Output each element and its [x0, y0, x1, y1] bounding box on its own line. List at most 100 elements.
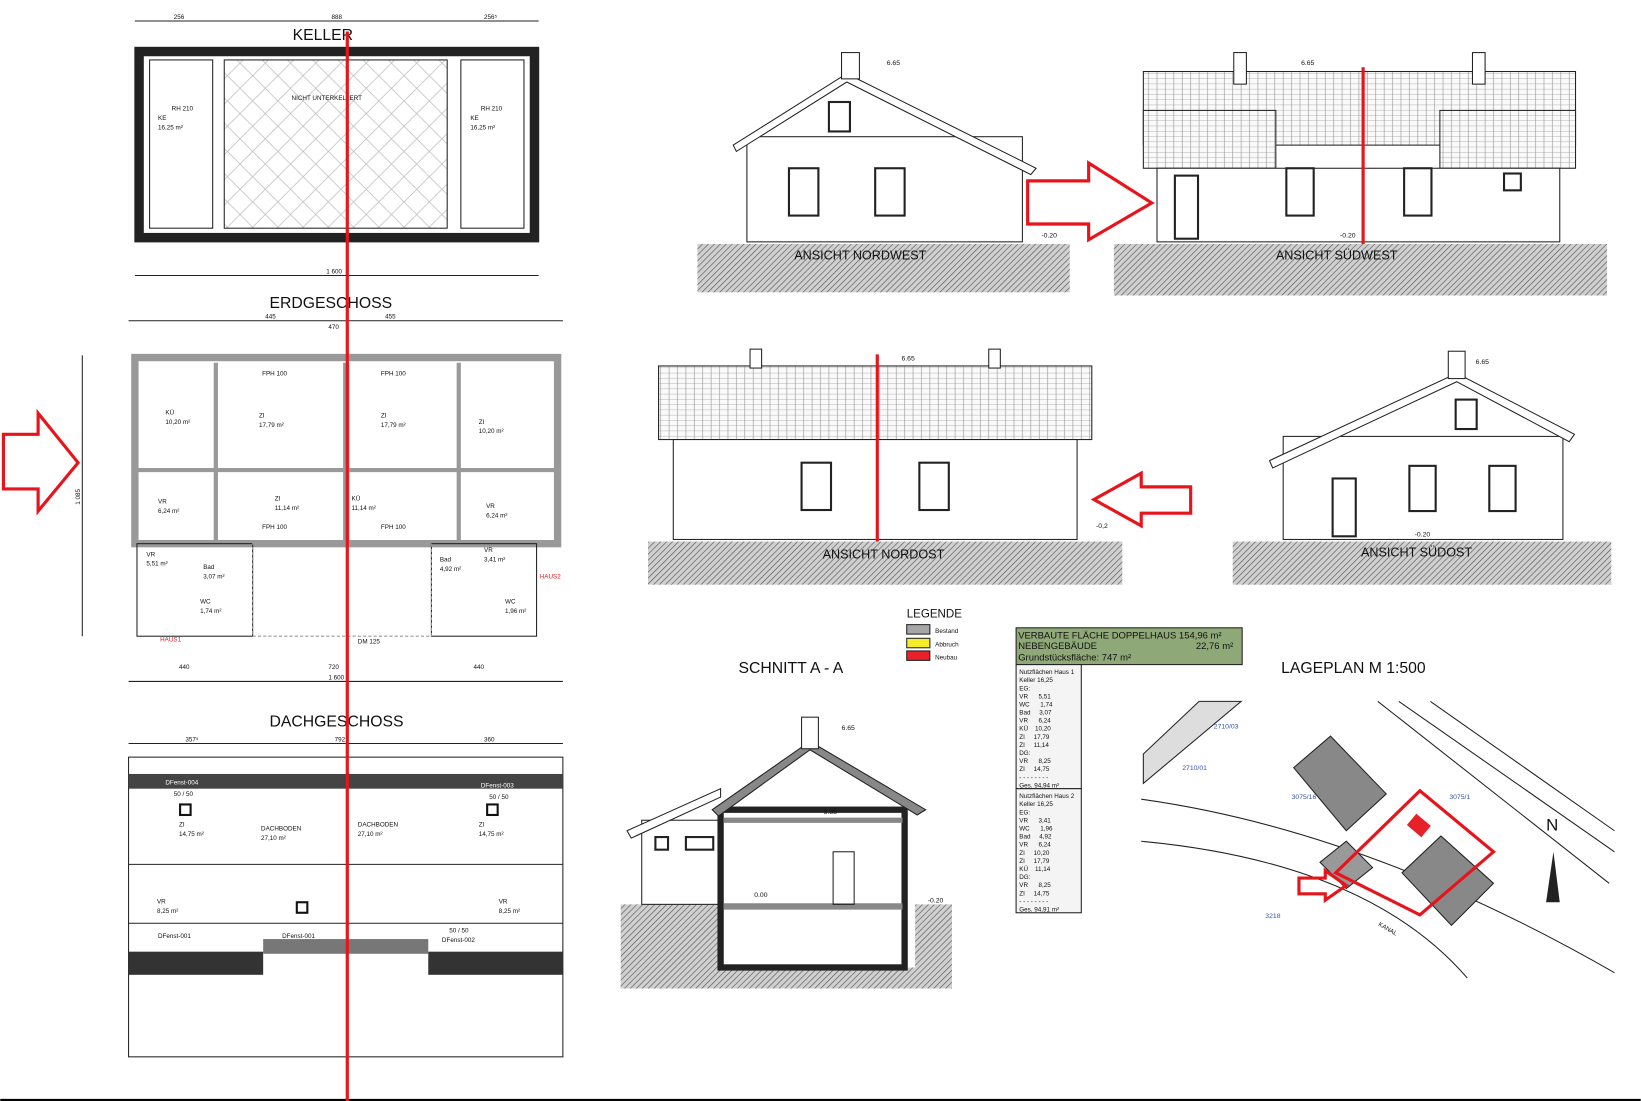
haus1-line: ZI 11,14	[1019, 742, 1049, 749]
label: DFenst-003	[481, 783, 514, 790]
haus2-line: Nutzflächen Haus 2	[1019, 793, 1074, 800]
label: SCHNITT A - A	[738, 660, 843, 677]
label: 17,79 m²	[381, 422, 406, 429]
label: 6.65	[887, 60, 900, 67]
dim: 256	[174, 14, 185, 21]
label: VR	[146, 551, 155, 558]
dachgeschoss-title: DACHGESCHOSS	[269, 714, 403, 731]
label: 27,10 m²	[261, 835, 286, 842]
dim: 792	[335, 736, 346, 743]
arrow-right-icon	[1, 408, 81, 516]
label: LEGENDE	[907, 608, 962, 620]
section-a-a: SCHNITT A - A 6.65 3.35 0.00 -0.20	[620, 660, 952, 989]
dim: 445	[265, 314, 276, 321]
dim: 1 600	[326, 268, 342, 275]
haus2-line: VR 6,24	[1019, 842, 1051, 849]
label: Grundstücksfläche: 747 m²	[1018, 652, 1131, 663]
label: 27,10 m²	[358, 831, 383, 838]
label: VR	[484, 547, 493, 554]
suedost-title: ANSICHT SÜDOST	[1361, 545, 1472, 559]
room-label: NICHT UNTERKELLERT	[292, 95, 363, 102]
arrow-left-icon	[1090, 470, 1193, 529]
erdgeschoss-title: ERDGESCHOSS	[269, 295, 392, 312]
label: Bestand	[935, 628, 959, 635]
nordwest-title: ANSICHT NORDWEST	[794, 249, 926, 263]
label: ZI	[179, 822, 185, 829]
label: 3075/1	[1449, 794, 1470, 801]
label: 3218	[1265, 913, 1280, 920]
haus1-line: EG:	[1019, 685, 1030, 692]
haus2-line: WC 1,96	[1019, 826, 1053, 833]
label: WC	[200, 599, 211, 606]
suedwest-title: ANSICHT SÜDWEST	[1276, 249, 1398, 263]
label: -0.20	[1041, 233, 1057, 240]
haus1-line: ZI 17,79	[1019, 734, 1050, 741]
haus1-line: KÜ 10,20	[1019, 725, 1051, 733]
label: ZI	[275, 496, 281, 503]
elevation-suedwest: 6.65 -0.20 ANSICHT SÜDWEST	[1113, 52, 1608, 296]
label: Abbruch	[935, 642, 959, 649]
haus1-line: Bad 3,07	[1019, 710, 1052, 717]
label: 22,76 m²	[1196, 641, 1233, 652]
keller-title: KELLER	[293, 27, 353, 44]
haus2-line: ZI 17,79	[1019, 858, 1050, 865]
label: HAUS1	[160, 636, 181, 643]
keller-plan: KELLER 256 888 256⁵ 1 600 NICHT UNTERKEL…	[134, 14, 540, 277]
label: 50 / 50	[489, 794, 509, 801]
haus1-line: - - - - - - - -	[1019, 774, 1048, 781]
arrow-right-icon	[1026, 160, 1155, 243]
dim: 888	[332, 14, 343, 21]
label: N	[1546, 816, 1558, 835]
elevation-suedost: 6.65 -0.20 ANSICHT SÜDOST	[1232, 350, 1612, 585]
elevation-nordwest: 6.65 -0.20 ANSICHT NORDWEST	[697, 52, 1070, 293]
haus1-line: WC 1,74	[1019, 701, 1053, 708]
label: VR	[499, 898, 508, 905]
haus2-line: ZI 10,20	[1019, 850, 1050, 857]
haus1-line: DG:	[1019, 750, 1030, 757]
label: HAUS2	[540, 573, 561, 580]
haus2-line: ZI 14,75	[1019, 890, 1050, 897]
haus2-line: VR 3,41	[1019, 817, 1051, 824]
label: DACHBODEN	[358, 822, 399, 829]
label: DM 125	[358, 639, 381, 646]
room-label: RH 210	[172, 105, 194, 112]
label: 0.00	[754, 892, 767, 899]
label: DFenst-002	[442, 937, 475, 944]
dim: 1 600	[328, 674, 344, 681]
label: 2710/03	[1214, 724, 1239, 731]
label: LAGEPLAN M 1:500	[1281, 660, 1426, 677]
label: 6,24 m²	[158, 508, 179, 515]
dim: 256⁵	[484, 14, 498, 21]
label: DFenst-001	[282, 933, 315, 940]
label: Bad	[440, 557, 452, 564]
label: -0,2	[1096, 523, 1108, 530]
nordost-title: ANSICHT NORDOST	[823, 547, 945, 561]
label: WC	[505, 599, 516, 606]
legend-swatch-bestand	[906, 624, 931, 635]
label: 6.65	[901, 356, 914, 363]
label: VR	[158, 499, 167, 506]
label: 50 / 50	[449, 928, 469, 935]
haus2-line: VR 8,25	[1019, 882, 1051, 889]
label: FPH 100	[381, 524, 406, 531]
label: 3,07 m²	[203, 573, 224, 580]
label: FPH 100	[381, 370, 406, 377]
label: -0.20	[928, 897, 944, 904]
label: 6.65	[842, 725, 855, 732]
area-table: VERBAUTE FLÄCHE DOPPELHAUS 154,96 m² NEB…	[1015, 627, 1243, 914]
label: VR	[486, 503, 495, 510]
room-label: KE	[158, 115, 166, 122]
haus2-line: Ges. 94,91 m²	[1019, 907, 1059, 914]
label: 6.65	[1476, 359, 1489, 366]
label: FPH 100	[262, 370, 287, 377]
legend-swatch-neubau	[906, 650, 931, 661]
label: -0.20	[1340, 233, 1356, 240]
haus2-line: KÜ 11,14	[1019, 865, 1051, 873]
haus2-line: Bad 4,92	[1019, 834, 1052, 841]
haus2-line: EG:	[1019, 809, 1030, 816]
label: KÜ	[351, 495, 360, 503]
